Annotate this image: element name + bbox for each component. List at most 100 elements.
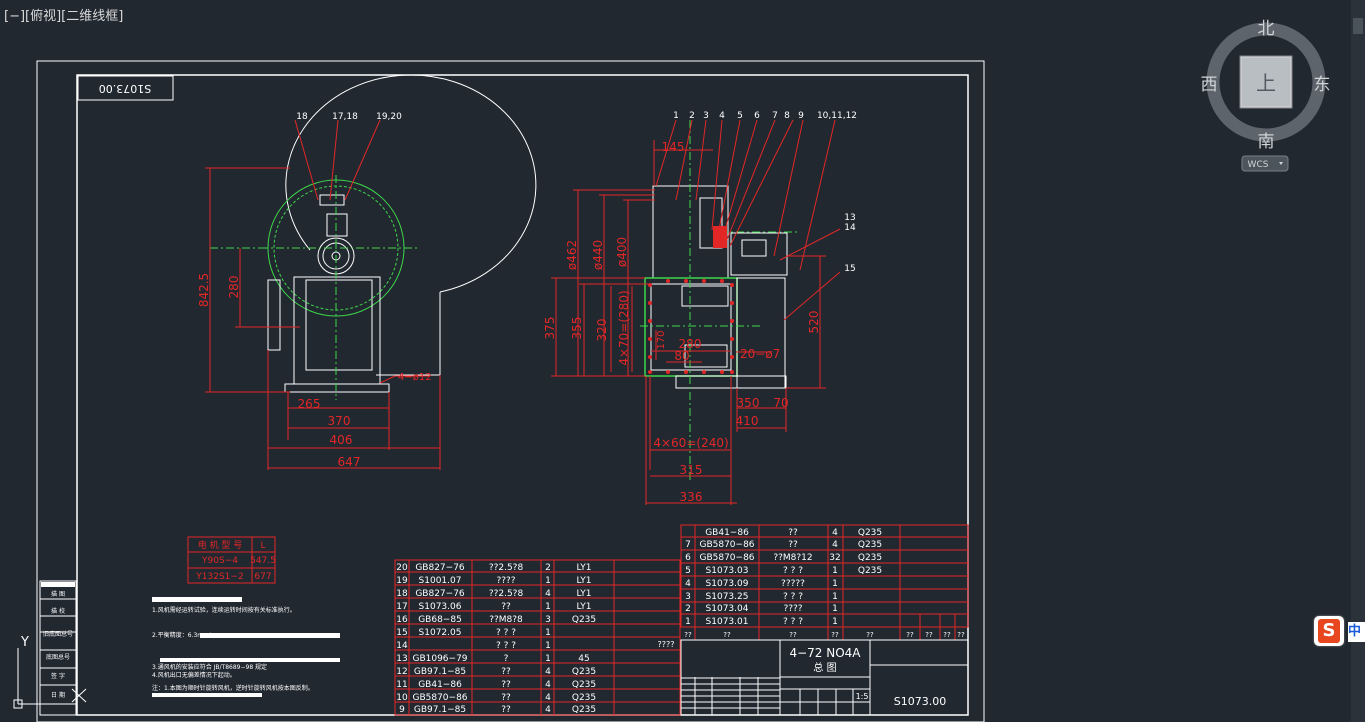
dim-265: 265	[298, 397, 321, 411]
dim-170: 170	[656, 330, 667, 349]
bom-u-h-1: ??	[684, 631, 692, 639]
revision-strip: 描 图 描 校 旧底图总号 底图总号 签 字 日 期	[39, 580, 77, 716]
motor-table: 电 机 型 号 L Y90S−4 547.5 Y132S1−2 677	[187, 536, 276, 584]
dim-145: 145	[662, 140, 685, 154]
bom-lower	[394, 559, 681, 716]
bom-u-2-no: 7	[685, 540, 691, 550]
ime-toolbar-icon[interactable]: S	[1314, 616, 1344, 646]
bom-l-1-mat: LY1	[576, 563, 591, 573]
bom-l-9-qty: 4	[545, 667, 551, 677]
bom-l-2-qty: 1	[545, 576, 551, 586]
bom-l-4-code: S1073.06	[419, 602, 462, 612]
dim-320: 320	[595, 319, 609, 342]
sogou-s-icon: S	[1318, 619, 1340, 643]
bom-l-5-qty: 3	[545, 615, 551, 625]
bom-l-7-no: 14	[396, 641, 408, 651]
bom-u-8-code: S1073.01	[706, 617, 749, 627]
bom-l-8-mat: 45	[578, 654, 589, 664]
bom-u-5-name: ?????	[781, 579, 805, 589]
ucs-y-label: Y	[20, 635, 29, 650]
ime-language-label[interactable]: 中	[1348, 622, 1365, 642]
dim-80: 80	[674, 349, 689, 363]
bom-u-4-mat: Q235	[858, 566, 882, 576]
vertical-scrollbar[interactable]	[1351, 0, 1365, 722]
bom-l-4-name: ??	[501, 602, 511, 612]
bom-l-3-no: 18	[396, 589, 408, 599]
bom-l-9-mat: Q235	[572, 667, 596, 677]
bom-u-h-8: ??	[943, 631, 951, 639]
rev-label-5: 签 字	[51, 672, 65, 680]
side-view: 145 ø462 ø440 ø400 375 355 320 4×70=(280…	[543, 111, 857, 505]
bom-u-3-code: GB5870−86	[699, 553, 754, 563]
callout-1: 1	[673, 111, 679, 121]
bom-l-4-no: 17	[396, 602, 407, 612]
dim-410: 410	[736, 414, 759, 428]
callout-18: 18	[296, 112, 308, 122]
dim-355: 355	[570, 317, 584, 340]
front-view: 842.5 280 265 370 406 647 4−ø12 18 17,18…	[197, 74, 537, 470]
viewcube-compass-ring[interactable]	[1206, 22, 1326, 142]
bom-l-3-name: ??2.5?8	[489, 589, 524, 599]
bom-u-8-no: 1	[685, 617, 691, 627]
callout-8: 8	[784, 111, 790, 121]
bom-l-3-qty: 4	[545, 589, 551, 599]
dim-315: 315	[680, 463, 703, 477]
product-name: 4−72 NO4A	[789, 646, 861, 660]
bom-l-12-qty: 4	[545, 705, 551, 715]
bom-u-1-name: ??	[788, 528, 798, 538]
dim-70: 70	[773, 396, 788, 410]
dim-4x60: 4×60=(240)	[653, 436, 728, 450]
bom-l-9-no: 12	[396, 667, 407, 677]
bom-l-12-name: ??	[501, 705, 511, 715]
callout-17-18: 17,18	[332, 112, 358, 122]
bom-u-3-no: 6	[685, 553, 691, 563]
bom-l-10-qty: 4	[545, 680, 551, 690]
callout-19-20: 19,20	[376, 112, 402, 122]
bom-u-2-code: GB5870−86	[699, 540, 754, 550]
note-1: 1.风机需经运转试验，连续运转时间按有关标准执行。	[152, 606, 296, 614]
dim-20-holes: 20−ø7	[740, 347, 780, 361]
sheet-outer-border	[36, 60, 985, 722]
dim-842: 842.5	[197, 273, 211, 307]
dim-440: ø440	[591, 240, 605, 270]
bom-l-2-code: S1001.07	[419, 576, 462, 586]
bom-l-11-code: GB5870−86	[412, 693, 467, 703]
ucs-icon	[13, 648, 87, 709]
bom-l-6-name: ? ? ?	[496, 628, 516, 638]
bom-u-4-code: S1073.03	[706, 566, 749, 576]
dim-280-side: 280	[679, 337, 702, 351]
bom-u-4-no: 5	[685, 566, 691, 576]
bom-l-10-name: ??	[501, 680, 511, 690]
bom-l-10-code: GB41−86	[418, 680, 462, 690]
bom-u-7-no: 2	[685, 604, 691, 614]
rev-label-6: 日 期	[51, 691, 65, 699]
motor-row2-type: Y132S1−2	[195, 572, 243, 582]
title-block	[680, 639, 969, 716]
callout-4: 4	[719, 111, 725, 121]
callout-9: 9	[798, 111, 804, 121]
bom-l-6-qty: 1	[545, 628, 551, 638]
bom-l-5-mat: Q235	[572, 615, 596, 625]
callout-14: 14	[844, 223, 856, 233]
scrollbar-thumb[interactable]	[1353, 18, 1363, 34]
bom-l-10-no: 11	[396, 680, 407, 690]
bom-u-1-mat: Q235	[858, 528, 882, 538]
viewcube-south: 南	[1258, 132, 1275, 152]
dim-336: 336	[680, 490, 703, 504]
bom-u-h-3: ??	[789, 631, 797, 639]
scale-value: 1:5	[856, 692, 869, 701]
bom-u-3-mat: Q235	[858, 553, 882, 563]
dim-647: 647	[338, 455, 361, 469]
bom-u-h-9: ??	[957, 631, 965, 639]
bom-l-5-no: 16	[396, 615, 408, 625]
wcs-button[interactable]	[1241, 155, 1289, 172]
bom-l-11-name: ??	[501, 693, 511, 703]
motor-header-l: L	[260, 541, 265, 551]
bom-u-7-qty: 1	[832, 604, 838, 614]
dim-350: 350	[737, 396, 760, 410]
viewcube[interactable]: 上 北 南 东 西 WCS	[1196, 14, 1336, 174]
bom-l-3-mat: LY1	[576, 589, 591, 599]
viewport-label[interactable]: [−][俯视][二维线框]	[4, 9, 124, 24]
